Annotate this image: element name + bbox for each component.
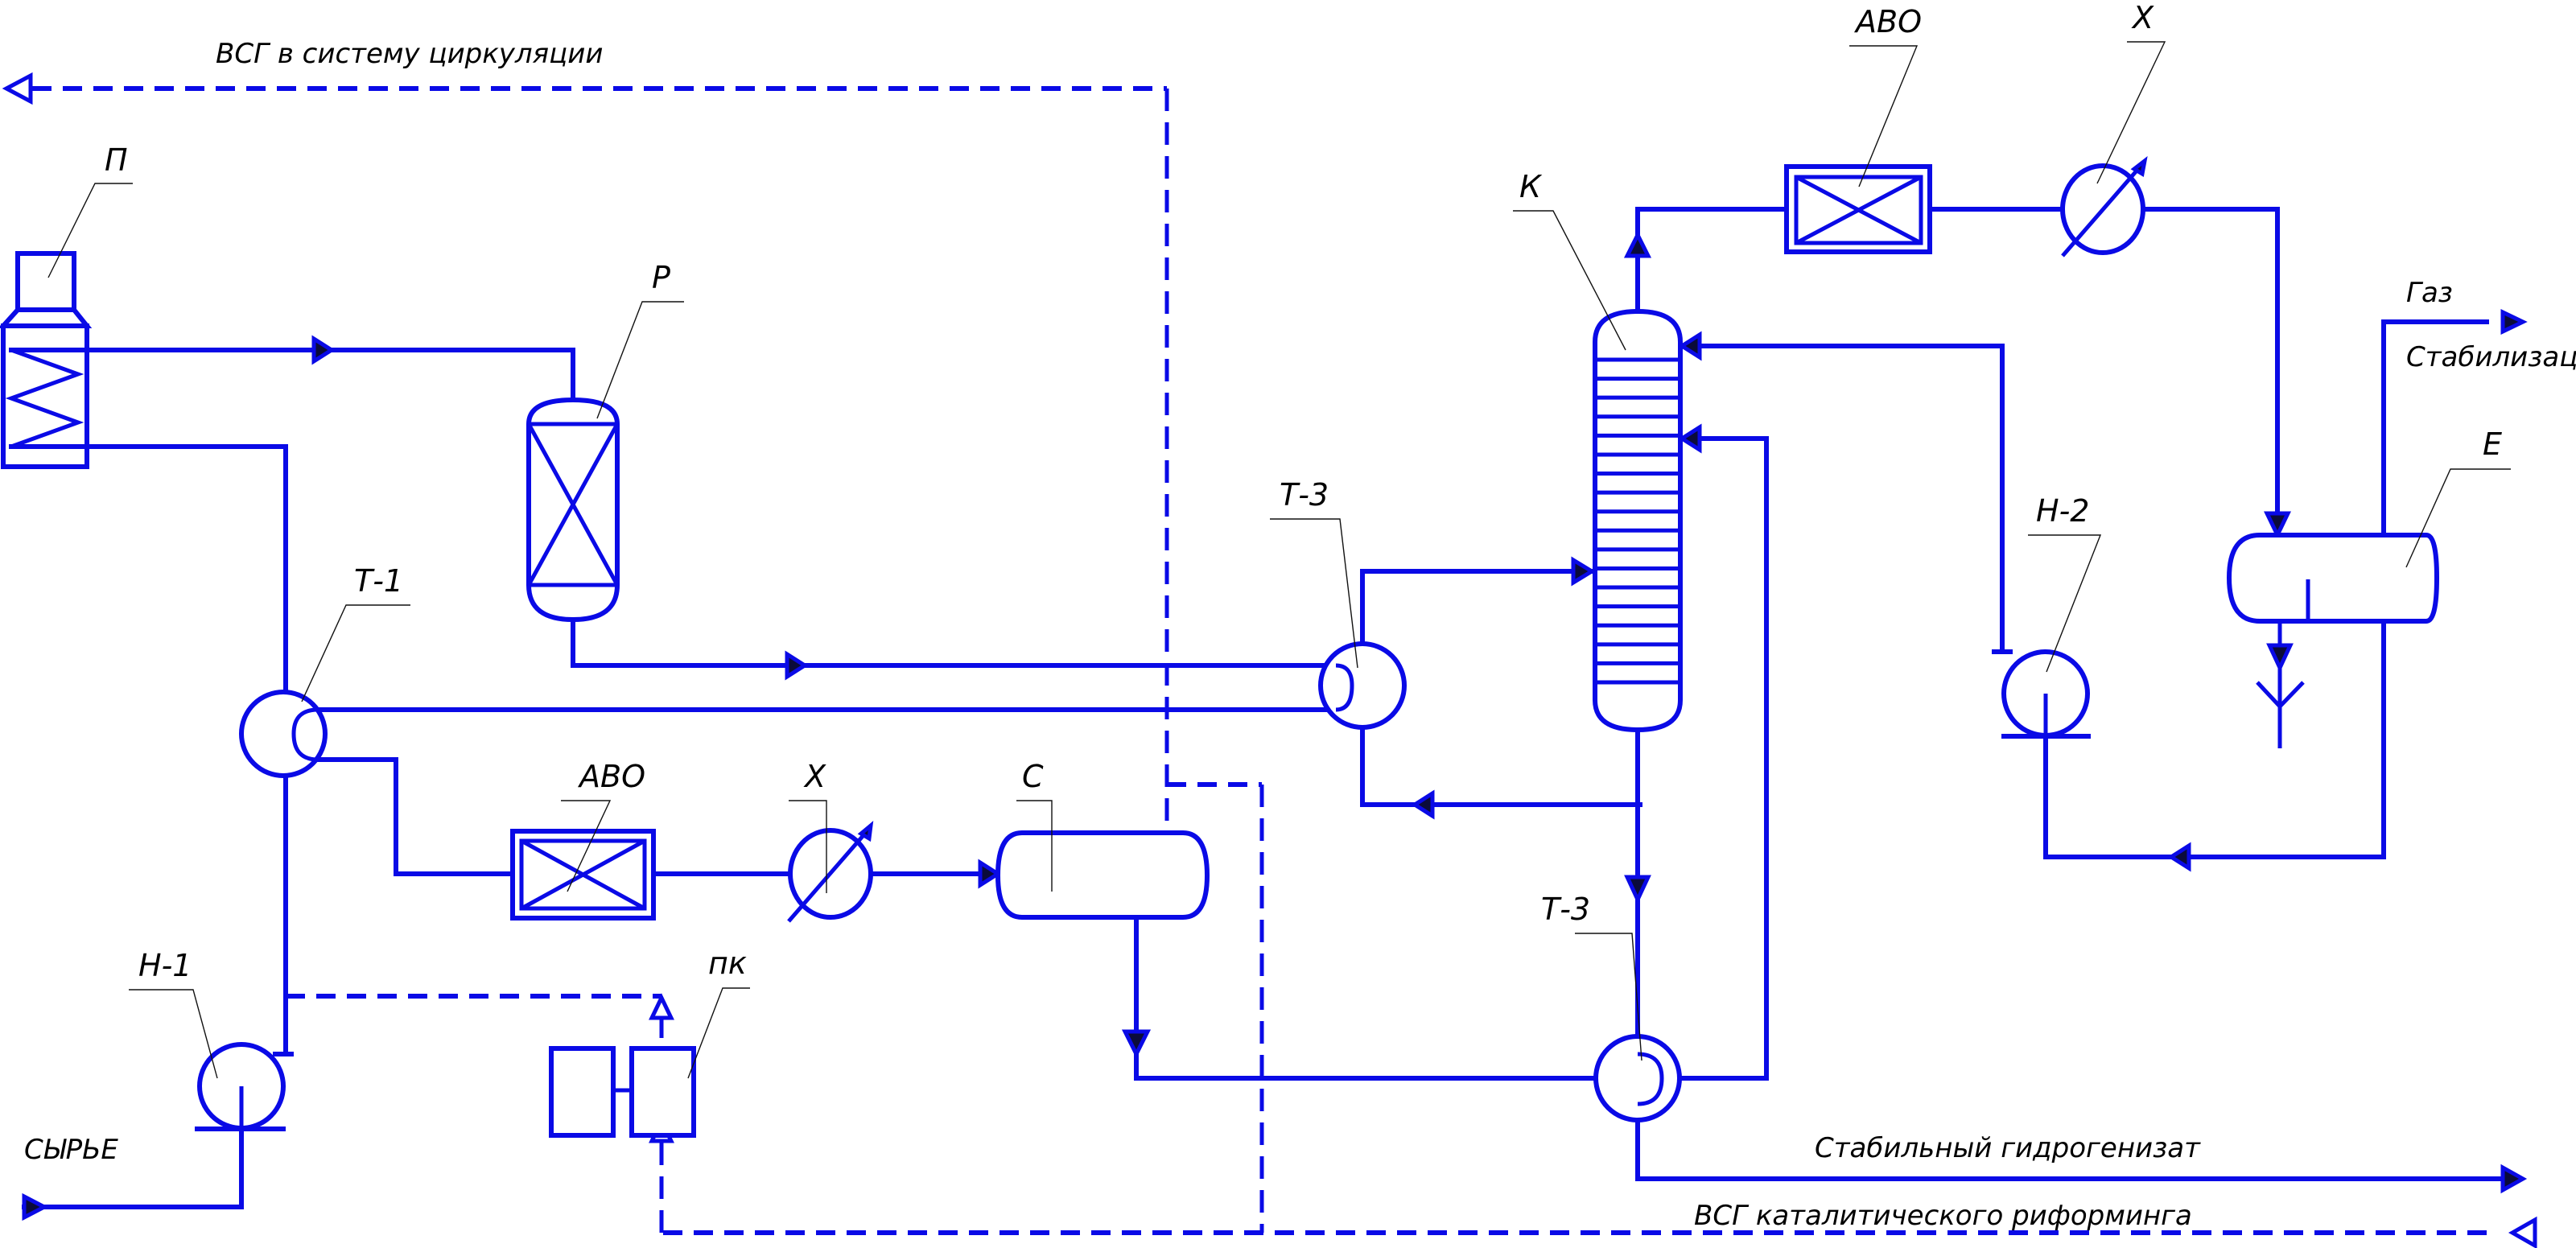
reflux-drum[interactable] <box>2226 533 2440 624</box>
tag-t3-lower: Т-3 <box>1541 892 1642 1061</box>
flow-arrow-icon <box>1623 230 1652 258</box>
label-gas: Газ <box>2406 277 2453 309</box>
reactor-to-t3-pipe <box>571 617 1338 668</box>
heat-exchanger-t3-upper[interactable] <box>1318 641 1407 730</box>
tag-t1: Т-1 <box>301 563 410 702</box>
furnace[interactable] <box>0 251 93 469</box>
compressor-outlet-arrow-icon <box>649 993 674 1020</box>
cooler-1[interactable] <box>787 821 874 923</box>
cooler-2[interactable] <box>2060 156 2148 257</box>
svg-text:Р: Р <box>652 260 670 295</box>
reflux-pipe <box>1678 344 2005 654</box>
flow-arrow-icon <box>978 859 1002 889</box>
t3-to-column-feed-pipe <box>1678 436 1769 1081</box>
flow-arrow-icon <box>311 335 336 365</box>
feed-pipe <box>22 1126 244 1209</box>
heat-exchanger-t3-lower[interactable] <box>1593 1034 1682 1122</box>
flow-arrow-icon <box>2266 643 2294 673</box>
product-pipe <box>1635 1118 2505 1181</box>
reactor[interactable] <box>526 397 620 623</box>
tag-t3-upper: Т-3 <box>1270 477 1358 669</box>
svg-text:П: П <box>105 142 128 178</box>
gas-arrow-icon <box>2500 309 2528 335</box>
column-overhead-pipe <box>1635 207 1789 314</box>
adjust-arrow-icon <box>857 821 874 842</box>
flow-arrow-icon <box>1571 556 1596 587</box>
svg-text:Н-1: Н-1 <box>138 948 192 983</box>
pump-h2[interactable] <box>1992 649 2091 739</box>
svg-text:АВО: АВО <box>577 759 645 794</box>
recycle-gas-arrow-icon <box>2 72 33 105</box>
reforming-gas-arrow-icon <box>2508 1216 2537 1248</box>
pump-h1[interactable] <box>195 1042 294 1131</box>
svg-text:Е: Е <box>2483 426 2502 462</box>
cooler2-to-drum-pipe <box>2141 207 2280 538</box>
drum-to-pump-pipe <box>2043 619 2386 859</box>
svg-text:Х: Х <box>2131 0 2154 35</box>
t1-to-cooler-pipe <box>315 757 513 876</box>
column-bottoms-to-t3-pipe <box>1360 725 1642 807</box>
tag-compressor: пк <box>687 945 750 1079</box>
flow-arrow-icon <box>1624 875 1651 904</box>
drain-funnel-icon <box>2256 681 2305 710</box>
svg-text:Т-3: Т-3 <box>1541 892 1590 927</box>
svg-text:пк: пк <box>708 945 747 981</box>
air-cooler-2[interactable] <box>1784 164 1932 254</box>
flow-arrow-icon <box>785 650 809 681</box>
heat-exchanger-t1[interactable] <box>239 690 328 778</box>
label-stabilization: Стабилизации <box>2406 341 2576 373</box>
tag-air-cooler-1: АВО <box>561 759 645 892</box>
separator[interactable] <box>995 830 1210 920</box>
tag-pump-h2: Н-2 <box>2028 493 2102 673</box>
flow-arrow-icon <box>1678 423 1702 454</box>
flow-arrow-icon <box>1121 1029 1152 1059</box>
label-recycle-gas: ВСГ в систему циркуляции <box>216 38 603 70</box>
svg-text:Х: Х <box>803 759 826 794</box>
tag-reactor: Р <box>596 260 684 419</box>
compressor[interactable] <box>549 1046 696 1138</box>
flow-arrow-icon <box>2167 842 2191 872</box>
adjust-arrow-icon <box>2130 156 2148 177</box>
feed-arrow-icon <box>22 1192 49 1221</box>
svg-text:АВО: АВО <box>1853 4 1922 39</box>
column-trays <box>1595 357 1680 685</box>
reforming-gas-line <box>649 782 2537 1248</box>
svg-text:С: С <box>1022 759 1044 794</box>
stabilization-column[interactable] <box>1593 308 1683 733</box>
svg-text:К: К <box>1519 169 1543 204</box>
gas-pipe <box>2381 319 2489 538</box>
svg-text:Н-2: Н-2 <box>2036 493 2089 529</box>
t3-to-column-pipe <box>1360 569 1596 646</box>
compressor-discharge-line <box>286 993 674 1038</box>
furnace-to-reactor-pipe <box>9 348 575 402</box>
air-cooler-1[interactable] <box>510 829 656 921</box>
svg-text:Т-3: Т-3 <box>1280 477 1329 513</box>
tag-reflux-drum: Е <box>2405 426 2511 568</box>
t1-to-furnace-pipe <box>9 444 288 694</box>
tag-separator: С <box>1016 759 1053 892</box>
tag-cooler-1: Х <box>789 759 827 893</box>
flow-arrow-icon <box>1411 789 1435 820</box>
tag-furnace: П <box>47 142 133 278</box>
label-product: Стабильный гидрогенизат <box>1815 1132 2201 1164</box>
tag-air-cooler-2: АВО <box>1849 4 1922 187</box>
flow-arrow-icon <box>1678 331 1702 361</box>
separator-to-t3-pipe <box>1134 915 1600 1081</box>
tag-column: К <box>1513 169 1626 351</box>
label-feed: СЫРЬЕ <box>24 1134 118 1166</box>
svg-text:Т-1: Т-1 <box>354 563 403 599</box>
tag-cooler-2: Х <box>2096 0 2166 184</box>
flow-arrow-icon <box>2264 511 2291 540</box>
product-arrow-icon <box>2500 1164 2528 1194</box>
label-reforming-gas: ВСГ каталитического риформинга <box>1694 1200 2192 1232</box>
tag-pump-h1: Н-1 <box>129 948 218 1079</box>
